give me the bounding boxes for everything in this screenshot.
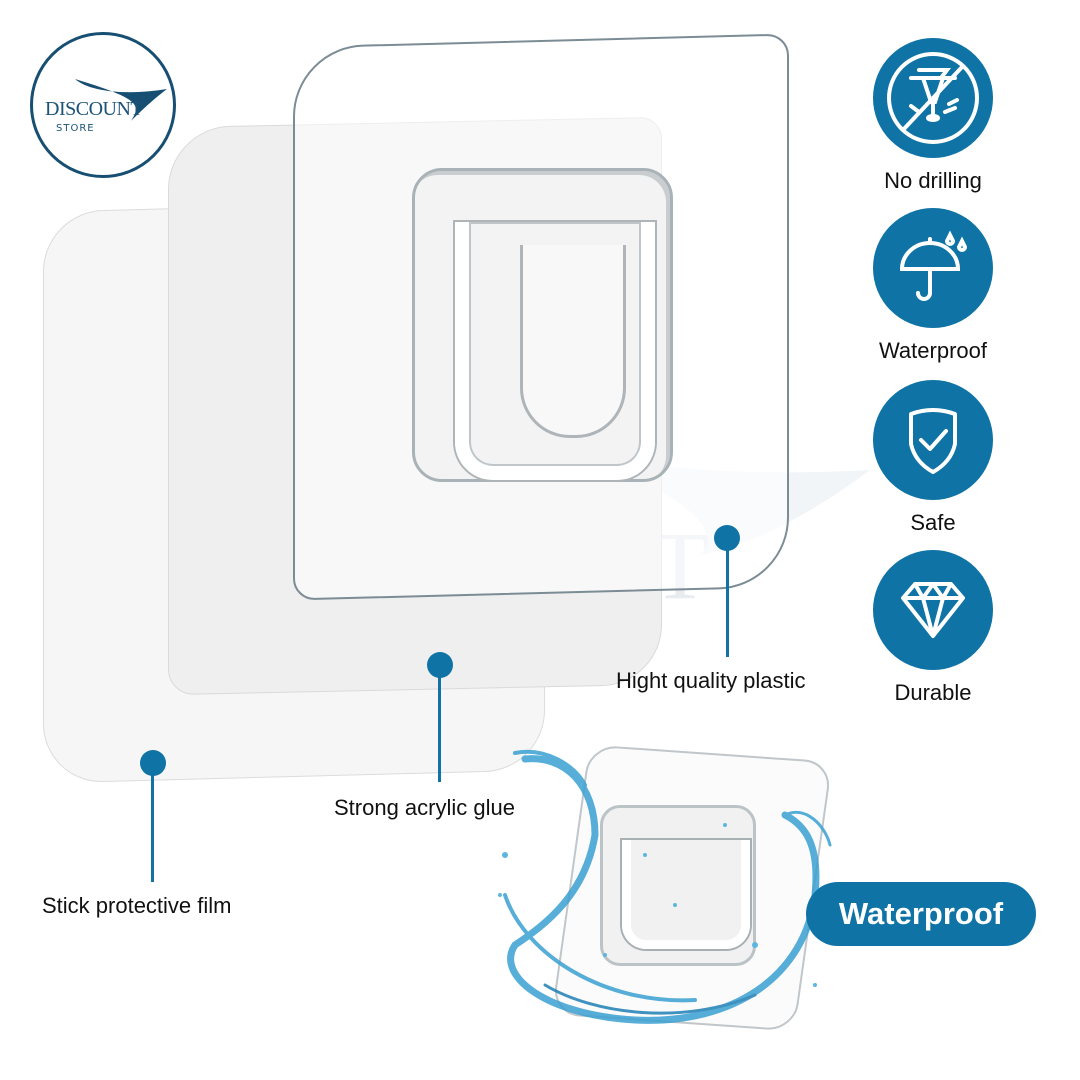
hook-u-clip [455,222,655,480]
logo-subtitle: STORE [56,123,95,134]
callout-film-label: Stick protective film [42,893,232,918]
waterproof-product-hook [622,840,750,949]
callout-glue-label: Strong acrylic glue [334,795,515,820]
logo-swoosh-icon [75,79,167,121]
callout-line [151,770,154,882]
shield-check-icon [873,380,993,500]
feature-label: Durable [894,680,972,705]
waterproof-badge: Waterproof [806,882,1036,946]
feature-waterproof: Waterproof [872,208,994,364]
no-drilling-icon [873,38,993,158]
callout-line [438,672,441,782]
store-logo: DISCOUNT STORE [30,32,176,178]
feature-no-drilling: No drilling [872,38,994,194]
feature-label: Safe [910,510,956,535]
feature-durable: Durable [872,550,994,706]
feature-label: No drilling [884,168,982,193]
feature-safe: Safe [872,380,994,536]
hook-inner-slot [520,245,626,438]
umbrella-icon [873,208,993,328]
diamond-icon [873,550,993,670]
water-splash-icon [498,749,832,1024]
logo-title: DISCOUNT [45,98,143,120]
callout-line [726,545,729,657]
callout-plastic-label: Hight quality plastic [616,668,806,693]
feature-label: Waterproof [878,338,987,363]
